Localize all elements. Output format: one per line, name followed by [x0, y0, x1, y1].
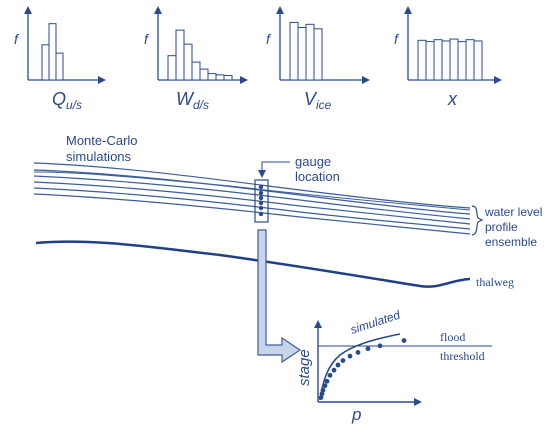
ensemble-label-line1: water level [484, 205, 542, 219]
thalweg-label: thalweg [476, 275, 514, 289]
simulated-points [318, 338, 407, 400]
simulated-point [377, 343, 383, 349]
gauge-sample-points [258, 184, 264, 217]
histogram-bar [289, 21, 299, 81]
gauge-label-line2: location [295, 169, 340, 184]
monte-carlo-label-line1: Monte-Carlo [66, 133, 138, 148]
gauge-point [258, 211, 264, 217]
stage-axis-label: stage [296, 349, 313, 386]
monte-carlo-label-line2: simulations [66, 149, 132, 164]
histogram-bar [183, 43, 193, 81]
histogram-bar [425, 41, 435, 81]
histogram-f-label: f [266, 31, 272, 47]
simulated-point [319, 391, 325, 397]
histogram-f-label: f [14, 31, 20, 47]
ensemble-label-line2: profile [485, 220, 518, 234]
simulated-point [340, 358, 346, 363]
simulated-point [322, 383, 328, 389]
histogram-variable-label: Wd/s [176, 89, 209, 112]
histogram-bar [199, 68, 209, 81]
profile-line [33, 169, 471, 215]
simulated-point [331, 367, 337, 373]
histogram-bar [48, 23, 57, 81]
gauge-box [254, 179, 269, 223]
histogram-variable-label: Vice [304, 89, 332, 112]
profile-line [33, 162, 471, 209]
histogram-bar [167, 55, 177, 81]
histogram-bar [207, 73, 217, 81]
histogram-variable-label: x [447, 89, 458, 109]
simulated-point [318, 395, 324, 400]
histogram-panel: fQu/s [14, 6, 106, 112]
histogram-bar [175, 29, 185, 81]
histogram-bar [191, 61, 201, 81]
water-level-profile-ensemble [33, 162, 471, 235]
simulated-point [335, 362, 341, 368]
gauge-point [258, 195, 264, 201]
profile-line [33, 181, 471, 225]
simulated-point [347, 353, 353, 359]
histogram-bar [297, 27, 307, 81]
histogram-bar [41, 44, 50, 81]
simulated-point [320, 387, 326, 393]
gauge-point [258, 205, 264, 211]
histogram-bar [417, 39, 427, 81]
histogram-bar [215, 74, 225, 81]
histogram-bar [433, 39, 443, 81]
ensemble-brace [471, 205, 484, 236]
fit-curve [319, 333, 401, 401]
gauge-point [258, 190, 264, 196]
histogram-f-label: f [394, 31, 400, 47]
profile-line [33, 193, 471, 235]
profile-line [33, 171, 471, 211]
histogram-bar [313, 28, 323, 81]
gauge-pointer-arrow [258, 161, 290, 178]
gauge-point [258, 200, 264, 206]
histogram-variable-label: Qu/s [52, 89, 82, 112]
gauge-point [258, 184, 264, 190]
profile-line [33, 187, 471, 230]
p-axis-label: p [351, 405, 361, 424]
simulated-point [401, 338, 407, 343]
histogram-bar [473, 40, 483, 81]
simulated-point [324, 378, 330, 384]
histogram-panel: fWd/s [144, 6, 248, 112]
histogram-bar [223, 75, 233, 81]
histogram-bar [457, 41, 467, 81]
histogram-bar [449, 38, 459, 81]
stage-plot: flood threshold stage p simulated [296, 308, 492, 424]
flood-label-line2: threshold [440, 349, 485, 363]
simulated-point [327, 372, 333, 378]
histogram-bar [465, 39, 475, 81]
simulated-point [365, 346, 371, 352]
profile-line [33, 175, 471, 220]
histogram-bar [55, 52, 64, 81]
transfer-arrow [257, 229, 302, 364]
gauge-label-line1: gauge [295, 154, 331, 169]
histogram-f-label: f [144, 31, 150, 47]
thalweg-line [35, 240, 471, 288]
ensemble-label-line3: ensemble [485, 235, 537, 249]
histogram-bar [441, 40, 451, 81]
simulated-point [355, 350, 361, 355]
flood-label-line1: flood [440, 330, 465, 344]
histogram-panel: fx [394, 6, 502, 109]
histogram-bar [305, 23, 315, 81]
simulated-label: simulated [349, 308, 402, 337]
